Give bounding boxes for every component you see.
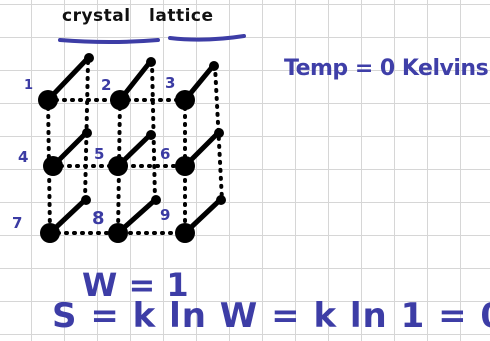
equation-entropy: S = k ln W = k ln 1 = 0 bbox=[52, 296, 490, 336]
back-atom bbox=[146, 130, 156, 140]
atom-label-4: 4 bbox=[18, 148, 28, 166]
atom-label-6: 6 bbox=[160, 145, 170, 163]
back-atom bbox=[82, 128, 92, 138]
atom-8 bbox=[108, 223, 128, 243]
atom-3 bbox=[175, 90, 195, 110]
atom-5 bbox=[108, 156, 128, 176]
atom-9 bbox=[175, 223, 195, 243]
back-atom bbox=[214, 128, 224, 138]
back-atom bbox=[84, 53, 94, 63]
atom-6 bbox=[175, 156, 195, 176]
atom-label-7: 7 bbox=[12, 214, 22, 232]
back-atom bbox=[81, 195, 91, 205]
title-underline-1 bbox=[60, 40, 158, 42]
back-atom bbox=[216, 195, 226, 205]
back-atom bbox=[146, 57, 156, 67]
atom-label-9: 9 bbox=[160, 206, 170, 224]
atom-2 bbox=[110, 90, 130, 110]
atom-label-1: 1 bbox=[24, 78, 33, 93]
atom-label-8: 8 bbox=[92, 208, 105, 229]
back-atom bbox=[151, 195, 161, 205]
atom-1 bbox=[38, 90, 58, 110]
atom-4 bbox=[43, 156, 63, 176]
lattice-bonds bbox=[48, 58, 220, 233]
atom-label-2: 2 bbox=[101, 76, 111, 94]
atom-label-3: 3 bbox=[165, 74, 175, 92]
title-underline-2 bbox=[170, 36, 244, 40]
atom-label-5: 5 bbox=[94, 145, 104, 163]
back-atom bbox=[209, 61, 219, 71]
atom-7 bbox=[40, 223, 60, 243]
